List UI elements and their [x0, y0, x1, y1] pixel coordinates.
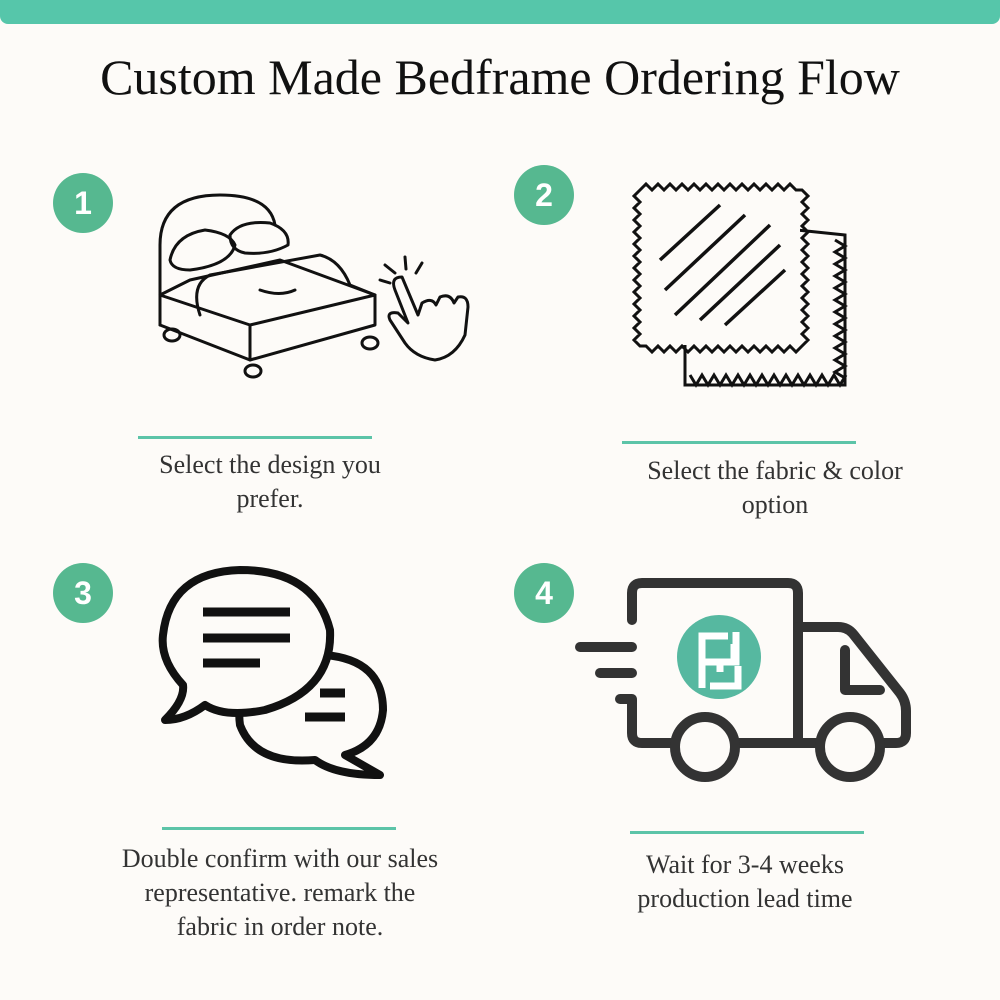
caption-line: fabric in order note.: [176, 912, 384, 941]
top-accent-bar: [0, 0, 1000, 24]
fabric-swatch-icon: [631, 181, 848, 388]
caption-line: Double confirm with our sales: [121, 844, 439, 873]
bed-with-pointer-icon: [158, 193, 470, 379]
step-2-caption: Select the fabric & color option: [590, 454, 960, 522]
step-2-badge: 2: [514, 165, 574, 225]
step-4-divider: [630, 831, 864, 834]
caption-line: Select the fabric & color: [647, 456, 903, 485]
step-4-badge: 4: [514, 563, 574, 623]
caption-line: Select the design you: [159, 450, 381, 479]
delivery-truck-icon: [575, 578, 911, 782]
step-1-badge: 1: [53, 173, 113, 233]
caption-line: option: [741, 490, 809, 519]
step-3-badge: 3: [53, 563, 113, 623]
caption-line: Wait for 3-4 weeks: [646, 850, 844, 879]
brand-logo: [677, 615, 761, 699]
step-3-caption: Double confirm with our sales representa…: [60, 842, 500, 944]
step-2-divider: [622, 441, 856, 444]
caption-line: representative. remark the: [144, 878, 416, 907]
step-1-caption: Select the design you prefer.: [100, 448, 440, 516]
chat-bubbles-icon: [158, 566, 387, 779]
step-3-divider: [162, 827, 396, 830]
caption-line: production lead time: [637, 884, 853, 913]
step-4-caption: Wait for 3-4 weeks production lead time: [570, 848, 920, 916]
step-1-divider: [138, 436, 372, 439]
caption-line: prefer.: [236, 484, 304, 513]
page-title: Custom Made Bedframe Ordering Flow: [100, 49, 900, 105]
